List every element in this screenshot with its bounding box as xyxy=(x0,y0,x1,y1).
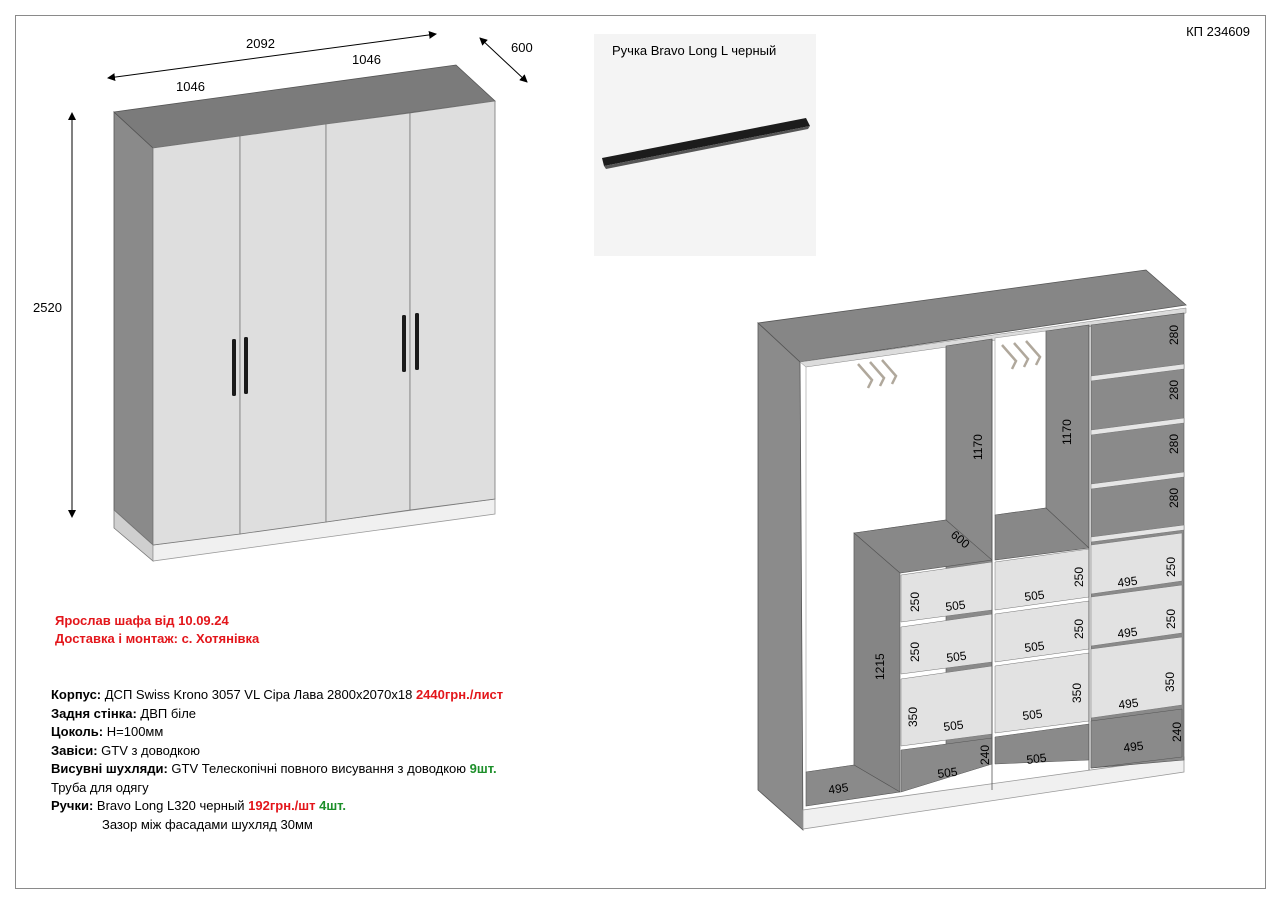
specification: Корпус: ДСП Swiss Krono 3057 VL Сіра Лав… xyxy=(51,686,503,834)
dim-drawer-height: 250 xyxy=(1072,567,1086,587)
dim-left-block-height: 1215 xyxy=(873,653,887,680)
dim-drawer-width: 495 xyxy=(1117,625,1139,641)
drawing-frame xyxy=(15,15,1266,889)
handle-title: Ручка Bravo Long L черный xyxy=(612,43,777,58)
dim-height: 2520 xyxy=(33,300,62,315)
spec-plinth: Цоколь: H=100мм xyxy=(51,724,164,739)
dim-drawer-height: 250 xyxy=(1164,609,1178,629)
dim-depth: 600 xyxy=(511,40,533,55)
spec-handles: Ручки: Bravo Long L320 черный 192грн./шт… xyxy=(51,798,347,813)
dim-shelf: 280 xyxy=(1167,488,1181,508)
dim-shelf: 280 xyxy=(1167,380,1181,400)
dim-drawer-width: 505 xyxy=(1026,751,1048,767)
dim-bottom-left: 495 xyxy=(827,780,849,797)
handle-preview: Ручка Bravo Long L черный xyxy=(594,34,816,256)
dim-drawer-width: 505 xyxy=(945,598,967,614)
width-dim-line xyxy=(107,30,437,82)
dim-drawer-width: 505 xyxy=(1022,707,1044,723)
hangers xyxy=(857,340,1042,389)
spec-rail: Труба для одягу xyxy=(51,779,149,795)
dim-width-total: 2092 xyxy=(246,36,275,51)
door-4 xyxy=(409,100,496,511)
order-header: Ярослав шафа від 10.09.24 Доставка і мон… xyxy=(55,612,259,648)
handle-image xyxy=(602,118,810,169)
delivery-info: Доставка і монтаж: с. Хотянівка xyxy=(55,631,260,646)
dim-drawer-width: 505 xyxy=(946,649,968,665)
dim-drawer-width: 505 xyxy=(1024,588,1046,604)
door-handle xyxy=(402,315,406,372)
dim-drawer-width: 495 xyxy=(1123,739,1145,755)
dim-drawer-height: 350 xyxy=(906,707,920,727)
dim-drawer-height: 350 xyxy=(1070,683,1084,703)
dim-drawer-width: 505 xyxy=(1024,639,1046,655)
spec-hinges: Завіси: GTV з доводкою xyxy=(51,742,200,758)
dim-drawer-width: 495 xyxy=(1117,574,1139,590)
dim-width-left: 1046 xyxy=(176,79,205,94)
side-panel xyxy=(757,322,804,831)
spec-body: Корпус: ДСП Swiss Krono 3057 VL Сіра Лав… xyxy=(51,687,504,702)
project-code: КП 234609 xyxy=(1186,24,1250,39)
plinth-front xyxy=(802,756,1185,830)
dim-drawer-height: 350 xyxy=(1163,672,1177,692)
dim-width-right: 1046 xyxy=(352,52,381,67)
dim-drawer-height: 250 xyxy=(908,642,922,662)
door-handle xyxy=(244,337,248,394)
dim-drawer-height: 240 xyxy=(1170,722,1184,742)
dim-drawer-width: 495 xyxy=(1118,696,1140,712)
depth-dim-line xyxy=(479,37,528,83)
dim-drawer-height: 250 xyxy=(1164,557,1178,577)
spec-back: Задня стінка: ДВП біле xyxy=(51,705,197,721)
dim-drawer-height: 240 xyxy=(978,745,992,765)
spec-gap: Зазор між фасадами шухляд 30мм xyxy=(102,816,313,832)
dim-shelf: 280 xyxy=(1167,434,1181,454)
dim-drawer-height: 250 xyxy=(908,592,922,612)
dim-drawer-height: 250 xyxy=(1072,619,1086,639)
dim-drawer-width: 505 xyxy=(943,718,965,734)
door-handle xyxy=(415,313,419,370)
dim-drawer-width: 505 xyxy=(937,765,959,781)
dim-rail-height-a: 1170 xyxy=(971,434,985,460)
door-handle xyxy=(232,339,236,396)
dim-shelf: 280 xyxy=(1167,325,1181,345)
spec-drawers: Висувні шухляди: GTV Телескопічні повног… xyxy=(51,761,497,776)
dim-rail-height-b: 1170 xyxy=(1060,419,1074,445)
order-title: Ярослав шафа від 10.09.24 xyxy=(55,613,229,628)
